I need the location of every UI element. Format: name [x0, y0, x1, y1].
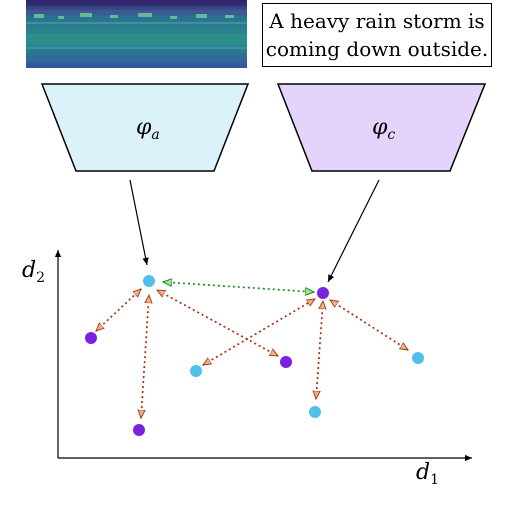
text-encoder: φc	[276, 83, 487, 172]
text-output-arrow	[327, 179, 380, 283]
text-embedding-point	[85, 332, 97, 344]
caption-text: A heavy rain storm is coming down outsid…	[265, 9, 489, 61]
negative-arrow	[157, 289, 278, 357]
audio-embedding-point	[309, 406, 321, 418]
text-embedding-point	[317, 287, 329, 299]
audio-spectrogram	[26, 0, 247, 68]
negative-pair-arrows	[96, 289, 408, 418]
audio-encoder: φa	[40, 83, 250, 172]
audio-encoder-label: φa	[136, 115, 160, 143]
audio-embedding-point	[143, 275, 155, 287]
text-encoder-label: φc	[372, 115, 395, 143]
positive-pair-arrow	[163, 282, 314, 292]
negative-arrow	[330, 299, 408, 351]
negative-arrow	[141, 295, 149, 418]
axes: d2 d1	[22, 250, 472, 488]
negative-arrow	[203, 298, 315, 366]
caption-text-box: A heavy rain storm is coming down outsid…	[262, 3, 492, 67]
negative-arrow	[96, 289, 141, 331]
text-embedding-point	[280, 356, 292, 368]
text-embedding-point	[133, 424, 145, 436]
text-embedding-points	[85, 287, 329, 436]
y-axis-label: d2	[22, 258, 45, 286]
audio-embedding-points	[143, 275, 424, 418]
audio-embedding-point	[190, 365, 202, 377]
audio-embedding-point	[412, 352, 424, 364]
audio-output-arrow	[129, 179, 149, 266]
x-axis-label: d1	[416, 460, 439, 488]
negative-arrow	[316, 301, 323, 399]
